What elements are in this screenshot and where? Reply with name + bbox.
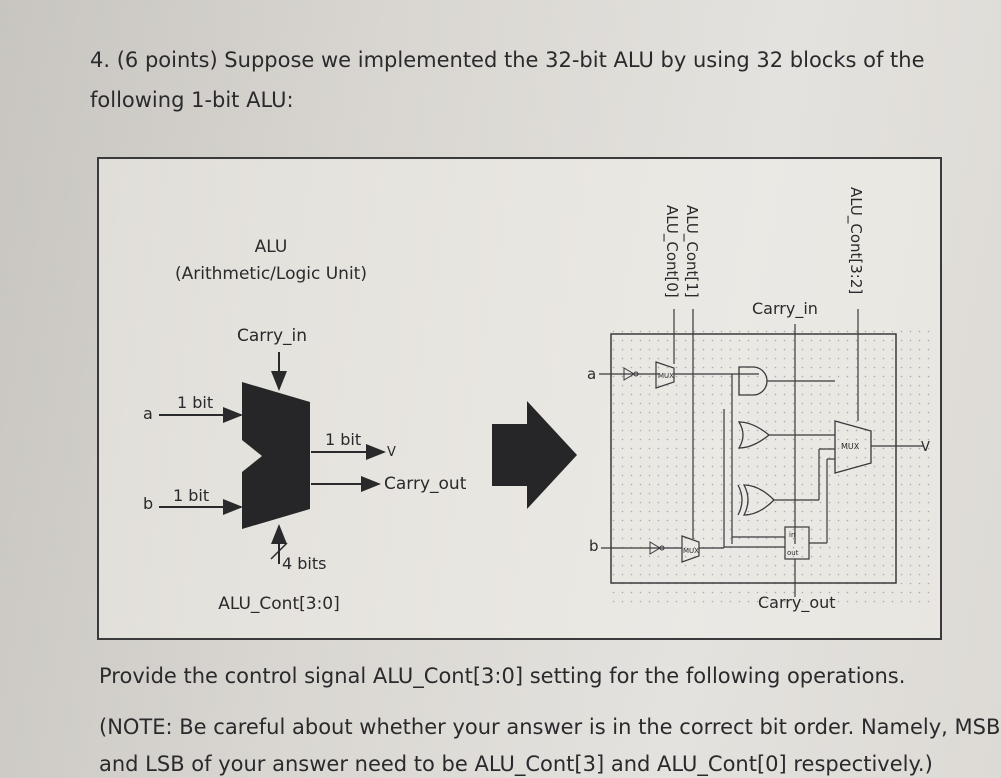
or-gate-icon bbox=[737, 421, 771, 449]
b-width-label: 1 bit bbox=[173, 486, 209, 505]
schematic-a-label: a bbox=[587, 365, 596, 383]
a-mux-label: MUX bbox=[658, 372, 674, 380]
alu-figure: ALU (Arithmetic/Logic Unit) Carry_in a 1… bbox=[97, 157, 942, 640]
cont0-label: ALU_Cont[0] bbox=[662, 205, 681, 298]
alu-title: ALU bbox=[255, 237, 288, 257]
cont32-label: ALU_Cont[3:2] bbox=[846, 187, 865, 294]
a-inverter-icon bbox=[623, 367, 635, 381]
expands-to-arrow bbox=[492, 401, 577, 509]
v-output-label: V bbox=[387, 445, 396, 460]
schematic-b-label: b bbox=[589, 537, 599, 555]
instruction-text: Provide the control signal ALU_Cont[3:0]… bbox=[99, 664, 906, 688]
adder-in-label: in bbox=[789, 531, 795, 539]
schematic-carry-out-label: Carry_out bbox=[758, 593, 836, 613]
a-inverter-bubble bbox=[633, 371, 639, 377]
schematic-frame bbox=[610, 333, 897, 584]
a-mux-icon bbox=[655, 361, 675, 389]
xor-gate-icon bbox=[742, 484, 775, 516]
a-width-label: 1 bit bbox=[177, 393, 213, 412]
adder-out-label: out bbox=[787, 549, 799, 557]
cont1-label: ALU_Cont[1] bbox=[682, 205, 701, 298]
carry-in-label: Carry_in bbox=[237, 326, 307, 346]
and-gate-icon bbox=[738, 366, 768, 396]
input-a-label: a bbox=[143, 404, 153, 423]
alu-figure-svg: ALU (Arithmetic/Logic Unit) Carry_in a 1… bbox=[143, 187, 931, 614]
control-width-label: 4 bits bbox=[282, 554, 326, 573]
note-line-2: and LSB of your answer need to be ALU_Co… bbox=[99, 752, 933, 776]
carry-out-label: Carry_out bbox=[384, 474, 467, 494]
b-inverter-bubble bbox=[659, 545, 665, 551]
b-mux-label: MUX bbox=[683, 547, 699, 555]
v-width-label: 1 bit bbox=[325, 430, 361, 449]
output-mux-icon bbox=[834, 420, 872, 474]
input-b-label: b bbox=[143, 494, 153, 513]
b-inverter-icon bbox=[649, 541, 661, 555]
b-mux-icon bbox=[681, 535, 700, 563]
schematic-carry-in-label: Carry_in bbox=[752, 299, 818, 319]
question-line-2: following 1-bit ALU: bbox=[90, 88, 294, 112]
control-label: ALU_Cont[3:0] bbox=[218, 594, 340, 614]
schematic-v-label: V bbox=[921, 440, 930, 455]
output-mux-label: MUX bbox=[841, 442, 860, 451]
alu-subtitle: (Arithmetic/Logic Unit) bbox=[175, 264, 367, 284]
alu-body bbox=[242, 382, 310, 529]
control-bus-slash bbox=[270, 542, 288, 560]
schematic-grid bbox=[611, 324, 931, 606]
xor-gate-curve bbox=[737, 484, 743, 516]
question-line-1: 4. (6 points) Suppose we implemented the… bbox=[90, 48, 925, 72]
note-line-1: (NOTE: Be careful about whether your ans… bbox=[99, 715, 1001, 739]
